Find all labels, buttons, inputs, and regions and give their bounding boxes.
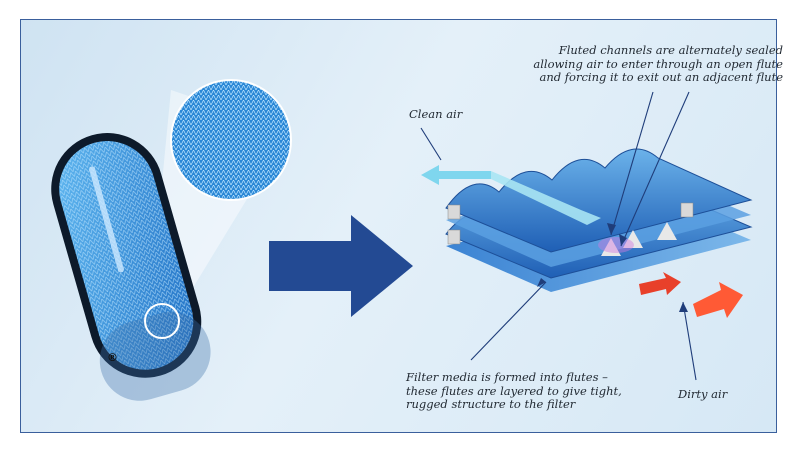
diagram-artwork xyxy=(51,79,753,401)
dirty-air-label: Dirty air xyxy=(678,387,728,401)
magnified-mesh-circle xyxy=(170,79,292,201)
big-right-arrow xyxy=(269,215,413,317)
clean-air-arrow xyxy=(421,165,601,225)
diagram-frame: Fluted channels are alternately sealed a… xyxy=(20,19,783,433)
oval-filter-element xyxy=(51,133,211,401)
clean-air-label: Clean air xyxy=(409,107,463,121)
dirty-air-arrows xyxy=(639,272,743,318)
fluted-media-stack xyxy=(445,148,753,292)
filter-media-label: Filter media is formed into flutes – the… xyxy=(406,370,622,411)
registered-trademark-mark: ® xyxy=(107,351,118,364)
small-focus-circle xyxy=(144,303,180,339)
fluted-channels-label: Fluted channels are alternately sealed a… xyxy=(533,43,783,84)
leader-lines xyxy=(420,91,697,381)
